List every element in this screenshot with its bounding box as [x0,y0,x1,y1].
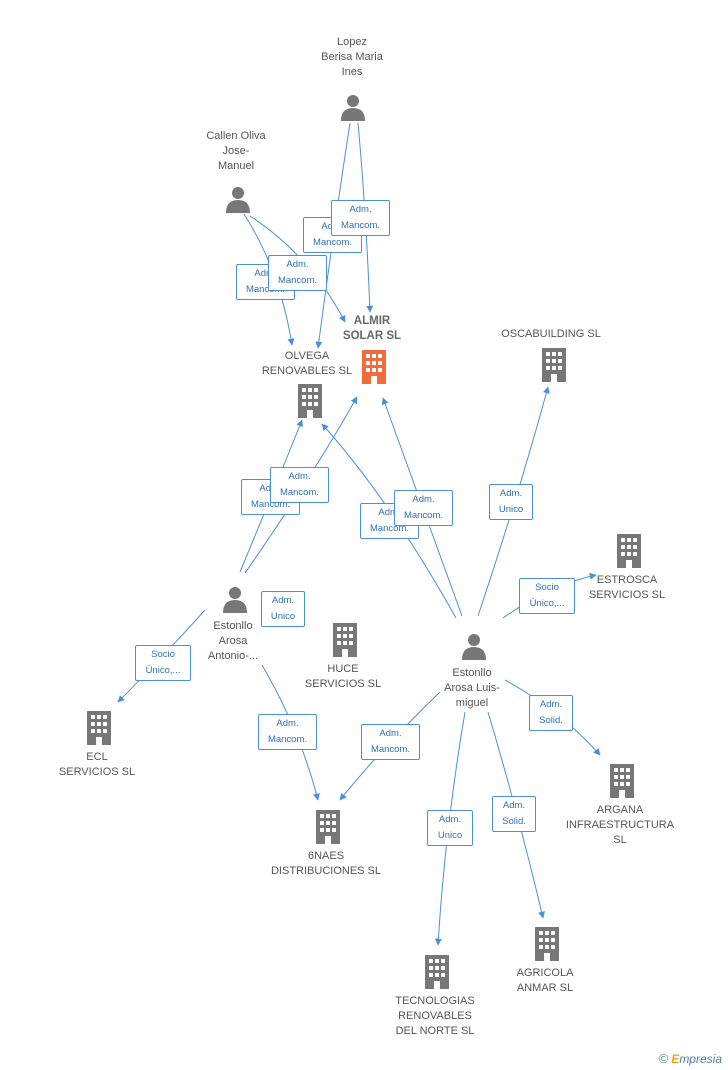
node-label-argana[interactable]: ARGANA INFRAESTRUCTURA SL [565,804,675,846]
building-icon-tecnologias[interactable] [421,955,453,994]
building-icon-argana[interactable] [606,764,638,803]
edge-label-luis-estrosca[interactable]: Socio Único,... [519,578,575,614]
building-icon-almir[interactable] [358,350,390,389]
edge-label-antonio-olvega-b[interactable]: Adm. Mancom. [270,467,329,503]
edge-label-antonio-6naes[interactable]: Adm. Mancom. [258,714,317,750]
building-icon-estrosca[interactable] [613,534,645,573]
edge-label-luis-agricola[interactable]: Adm. Solid. [492,796,536,832]
person-icon-estonllo-antonio[interactable] [220,584,250,619]
edge-label-luis-almir[interactable]: Adm. Mancom. [394,490,453,526]
node-label-almir[interactable]: ALMIR SOLAR SL [342,315,402,342]
building-icon-huce[interactable] [329,623,361,662]
node-label-agricola[interactable]: AGRICOLA ANMAR SL [516,967,574,994]
edge-label-luis-argana[interactable]: Adm. Solid. [529,695,573,731]
node-label-tecnologias[interactable]: TECNOLOGIAS RENOVABLES DEL NORTE SL [395,995,475,1037]
node-label-callen[interactable]: Callen Oliva Jose- Manuel [206,130,266,172]
edge-label-antonio-ecl[interactable]: Socio Único,... [135,645,191,681]
edge-label-lopez-almir[interactable]: Adm. Mancom. [331,200,390,236]
edge-label-callen-almir[interactable]: Adm. Mancom. [268,255,327,291]
node-label-oscabuilding[interactable]: OSCABUILDING SL [501,328,601,340]
building-icon-oscabuilding[interactable] [538,348,570,387]
building-icon-agricola[interactable] [531,927,563,966]
node-label-estrosca[interactable]: ESTROSCA SERVICIOS SL [588,574,666,601]
edge-label-luis-oscabuilding[interactable]: Adm. Unico [489,484,533,520]
building-icon-olvega[interactable] [294,384,326,423]
edge-label-luis-6naes[interactable]: Adm. Mancom. [361,724,420,760]
brand-e: E [671,1052,680,1066]
node-label-6naes[interactable]: 6NAES DISTRIBUCIONES SL [270,850,382,877]
node-label-lopez[interactable]: Lopez Berisa Maria Ines [321,36,383,78]
edge-label-luis-tecnologias[interactable]: Adm. Unico [427,810,473,846]
node-label-ecl[interactable]: ECL SERVICIOS SL [58,751,136,778]
copyright-symbol: © [658,1051,669,1066]
node-label-huce[interactable]: HUCE SERVICIOS SL [304,663,382,690]
building-icon-6naes[interactable] [312,810,344,849]
building-icon-ecl[interactable] [83,711,115,750]
person-icon-callen[interactable] [223,184,253,219]
node-label-olvega[interactable]: OLVEGA RENOVABLES SL [261,350,353,377]
node-label-estonllo-luis[interactable]: Estonllo Arosa Luis- miguel [444,667,500,709]
empresia-logo[interactable]: ©Empresia [659,1051,722,1066]
person-icon-estonllo-luis[interactable] [459,631,489,666]
brand-name: mpresia [679,1052,722,1066]
node-label-estonllo-antonio[interactable]: Estonllo Arosa Antonio-... [207,620,259,662]
person-icon-lopez[interactable] [338,92,368,127]
edge-label-antonio-huce[interactable]: Adm. Unico [261,591,305,627]
